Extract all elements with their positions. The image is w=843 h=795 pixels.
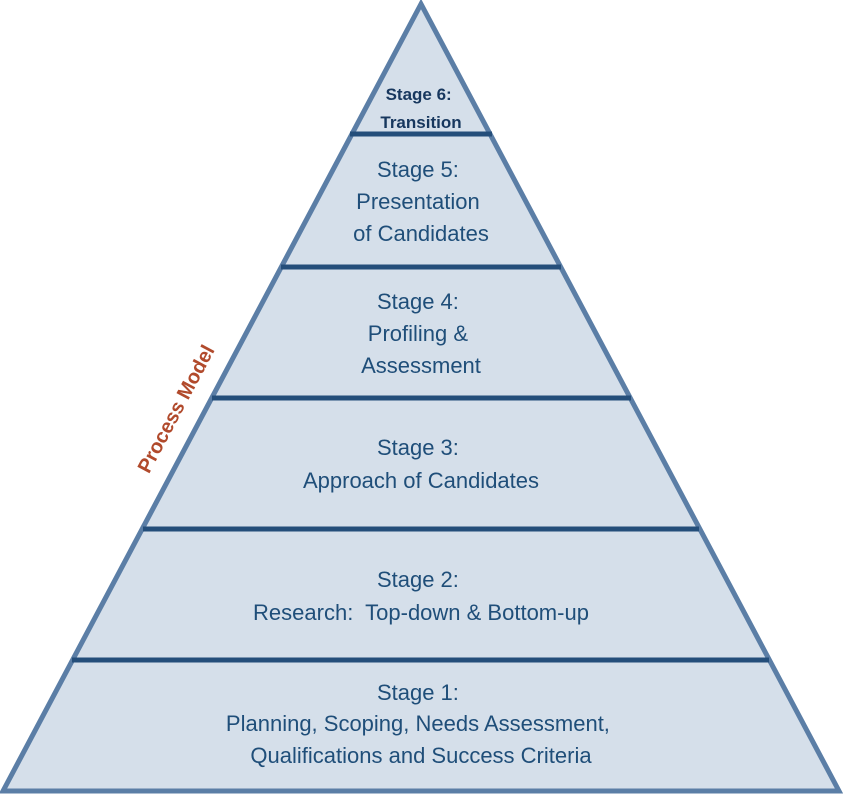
stage-1-line-3: Qualifications and Success Criteria — [250, 743, 592, 768]
stage-6-line-1: Stage 6: — [386, 85, 452, 104]
stage-5-line-1: Stage 5: — [377, 157, 459, 182]
stage-1-label: Stage 1: Planning, Scoping, Needs Assess… — [226, 680, 616, 768]
level-dividers — [72, 131, 769, 663]
stage-1-line-2: Planning, Scoping, Needs Assessment, — [226, 711, 610, 736]
stage-3-line-1: Stage 3: — [377, 435, 459, 460]
stage-6-label: Stage 6: Transition — [380, 85, 461, 132]
stage-4-line-1: Stage 4: — [377, 289, 459, 314]
stage-4-label: Stage 4: Profiling & Assessment — [361, 289, 481, 378]
stage-6-line-2: Transition — [380, 113, 461, 132]
stage-2-line-1: Stage 2: — [377, 567, 459, 592]
stage-3-line-2: Approach of Candidates — [303, 468, 539, 493]
stage-5-line-2: Presentation — [356, 189, 480, 214]
stage-4-line-2: Profiling & — [368, 321, 469, 346]
stage-3-label: Stage 3: Approach of Candidates — [303, 435, 539, 493]
stage-1-line-1: Stage 1: — [377, 680, 459, 705]
stage-2-line-2: Research: Top-down & Bottom-up — [253, 600, 589, 625]
stage-2-label: Stage 2: Research: Top-down & Bottom-up — [253, 567, 589, 625]
stage-5-line-3: of Candidates — [353, 221, 489, 246]
stage-5-label: Stage 5: Presentation of Candidates — [353, 157, 489, 246]
stage-4-line-3: Assessment — [361, 353, 481, 378]
